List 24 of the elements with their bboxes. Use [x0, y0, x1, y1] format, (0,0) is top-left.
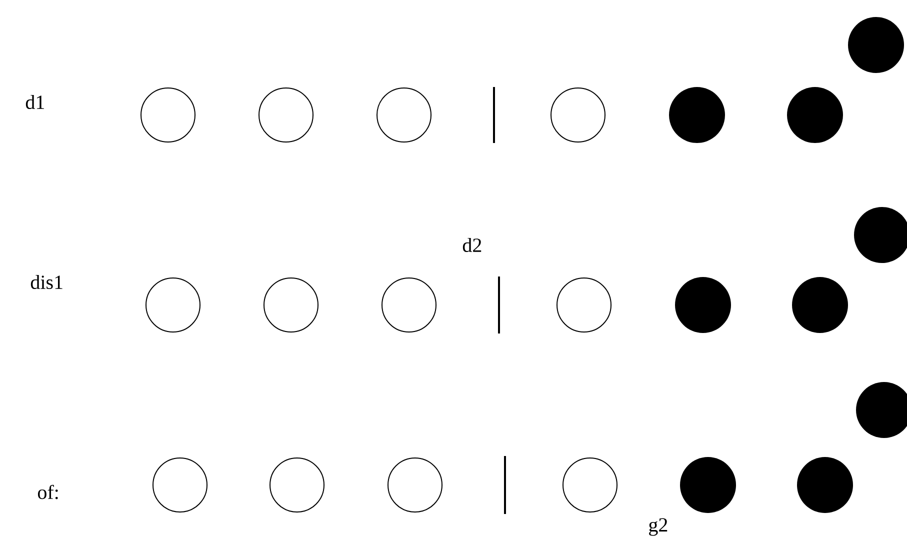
open-circle — [270, 458, 324, 512]
label: g2 — [649, 518, 668, 536]
filled-circle — [848, 17, 904, 73]
filled-circle — [669, 87, 725, 143]
label: of: — [38, 484, 58, 500]
filled-circle — [787, 87, 843, 143]
open-circle — [556, 278, 612, 332]
label: d1 — [26, 94, 44, 110]
filled-circle — [680, 457, 736, 513]
label: d2 — [462, 238, 482, 252]
open-circle — [258, 88, 314, 142]
open-circle — [264, 278, 318, 332]
open-circle — [152, 458, 208, 512]
open-circle — [388, 458, 442, 512]
filled-circle — [797, 457, 853, 513]
open-circle — [562, 458, 618, 512]
label: dis1 — [30, 274, 62, 290]
open-circle — [140, 88, 196, 142]
filled-circle — [675, 277, 731, 333]
open-circle — [146, 278, 200, 332]
open-circle — [376, 88, 432, 142]
open-circle — [382, 278, 436, 332]
filled-circle — [792, 277, 848, 333]
open-circle — [550, 88, 606, 142]
